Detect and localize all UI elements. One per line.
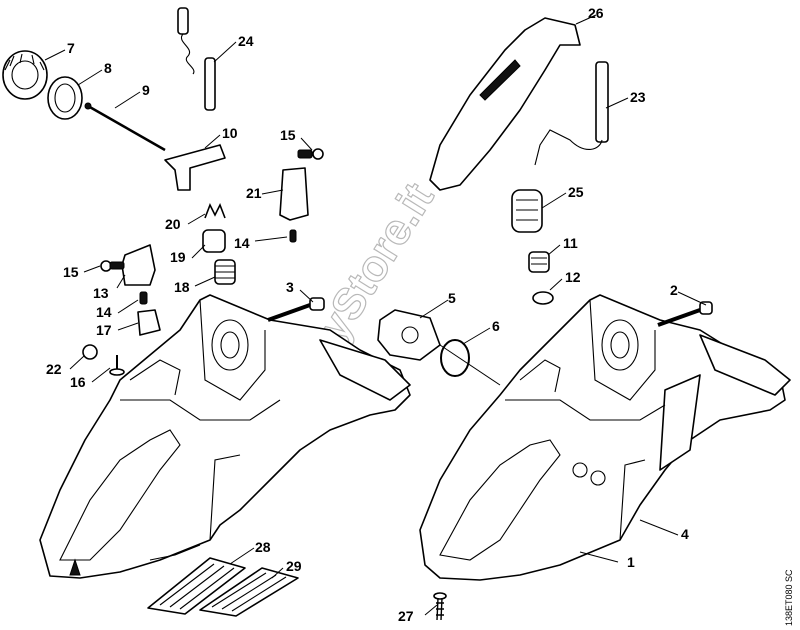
callout-4: 4 [681, 526, 689, 542]
callout-22: 22 [46, 361, 62, 377]
callout-15-left: 15 [63, 264, 79, 280]
callout-3: 3 [286, 279, 294, 295]
part-8-washer [47, 76, 83, 120]
callout-17: 17 [96, 322, 112, 338]
part-18-spring [214, 259, 236, 285]
part-7-nut [2, 50, 48, 100]
callout-2: 2 [670, 282, 678, 298]
part-17-cap [137, 309, 161, 336]
part-25-filter [511, 189, 543, 233]
callout-15-top: 15 [280, 127, 296, 143]
part-20-clip [204, 203, 226, 219]
callout-12: 12 [565, 269, 581, 285]
part-15-screw-left [100, 260, 125, 272]
callout-26: 26 [588, 5, 604, 21]
part-11-valve [528, 251, 550, 273]
callout-5: 5 [448, 290, 456, 306]
callout-24: 24 [238, 33, 254, 49]
housing-left [39, 294, 411, 579]
housing-right [419, 294, 791, 581]
callout-21: 21 [246, 185, 262, 201]
callout-10: 10 [222, 125, 238, 141]
part-5-oil-pump [377, 309, 501, 386]
callout-9: 9 [142, 82, 150, 98]
callout-29: 29 [286, 558, 302, 574]
part-10-bracket [164, 144, 226, 191]
part-24-fuel-line [177, 7, 216, 111]
callout-18: 18 [174, 279, 190, 295]
part-26-handle [429, 17, 581, 191]
callout-1: 1 [627, 554, 635, 570]
part-3-bolt [267, 297, 325, 322]
part-6-o-ring [440, 339, 470, 377]
callout-27: 27 [398, 608, 414, 624]
part-13-valve [121, 244, 156, 286]
part-19-plug [202, 229, 226, 253]
callout-7: 7 [67, 40, 75, 56]
callout-6: 6 [492, 318, 500, 334]
callout-28: 28 [255, 539, 271, 555]
part-27-screw [433, 592, 447, 621]
leader-lines [44, 14, 707, 616]
part-2-bolt [657, 301, 713, 327]
callout-14-left: 14 [96, 304, 112, 320]
callout-23: 23 [630, 89, 646, 105]
part-14-pin-left [139, 291, 148, 305]
callout-16: 16 [70, 374, 86, 390]
part-23-pickup [534, 61, 609, 166]
callout-13: 13 [93, 285, 109, 301]
callout-14-top: 14 [234, 235, 250, 251]
callout-8: 8 [104, 60, 112, 76]
callout-19: 19 [170, 249, 186, 265]
part-15-screw-top [297, 148, 324, 160]
part-9-rod [84, 102, 166, 152]
part-12-ring [532, 291, 554, 305]
callout-11: 11 [563, 235, 578, 251]
part-29-plate [199, 567, 299, 617]
part-28-plate [147, 557, 246, 615]
part-22-grommet [82, 344, 98, 360]
drawing-code: 138ET080 SC [784, 569, 794, 626]
callout-25: 25 [568, 184, 584, 200]
callout-20: 20 [165, 216, 181, 232]
part-16-screw [109, 355, 125, 376]
part-21-cap [279, 167, 309, 221]
part-14-pin-top [289, 229, 297, 243]
callout-labels: 1 2 3 4 5 6 7 8 9 10 11 12 13 14 14 15 1… [46, 5, 689, 624]
